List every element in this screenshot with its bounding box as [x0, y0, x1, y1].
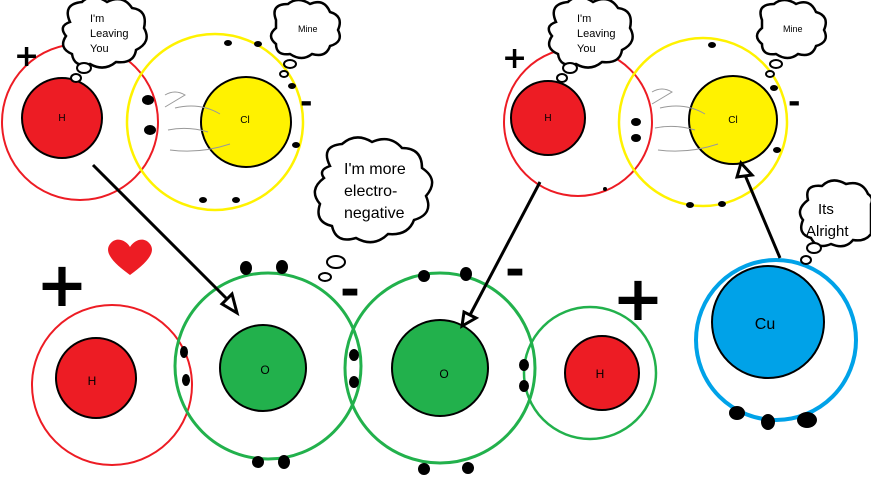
cu-electrons: [729, 406, 817, 430]
arrow-cu-to-cl: [743, 174, 782, 259]
bubble-cloud: [269, 0, 341, 60]
cl-shell: [125, 32, 305, 212]
cu-nucleus: [711, 265, 825, 379]
bubble-text-line3: You: [90, 43, 109, 55]
bubble-text-line2: Leaving: [577, 28, 616, 40]
charge-signs: + - + - + - - +: [14, 39, 800, 335]
bubble-text-line1: I'm: [577, 13, 591, 25]
bubble-cloud: [755, 0, 827, 60]
bubble-dot: [806, 242, 822, 254]
h-nucleus: [21, 77, 103, 159]
o-label-right: O: [439, 367, 448, 381]
h-nucleus-left: [55, 337, 137, 419]
plus-sign-bottom-left: +: [36, 248, 88, 321]
bottom-electrons: [180, 260, 529, 475]
plus-sign-top-left: +: [14, 39, 39, 74]
bubble-dot: [800, 255, 812, 265]
bubble-text-line1: I'm more: [344, 161, 406, 178]
bubble-dot: [70, 73, 82, 83]
minus-sign-bottom-middle: -: [505, 242, 525, 298]
o-shell-right: [343, 271, 537, 465]
h-label-right: H: [596, 367, 605, 381]
h-label: H: [544, 113, 551, 124]
cl-label: Cl: [728, 115, 737, 126]
bubble-cloud: [547, 0, 634, 69]
arrow-h-to-o-right: [468, 181, 542, 316]
bubble-dot: [318, 272, 332, 282]
cl-electrons: [603, 42, 781, 208]
electron-swirl-scribbles: [651, 88, 719, 152]
o-label-left: O: [260, 363, 269, 377]
o-shell-left: [173, 271, 363, 461]
hcl-molecule-left: H Cl: [1, 32, 305, 212]
copper-atom: Cu: [694, 258, 858, 430]
plus-sign-bottom-right: +: [612, 262, 664, 335]
electron-swirl-scribbles: [164, 91, 231, 152]
bubble-text-line3: You: [577, 43, 596, 55]
bubble-dot: [76, 62, 92, 74]
bubble-text-line1: I'm: [90, 13, 104, 25]
bubble-dot: [765, 70, 775, 78]
bubble-dot: [769, 59, 783, 69]
bubble-cloud: [61, 0, 148, 69]
bubble-dot: [326, 255, 346, 269]
bubble-dot: [283, 59, 297, 69]
bubble-text-line1: Its: [818, 201, 834, 218]
bubble-dot: [556, 73, 568, 83]
cl-nucleus: [688, 75, 778, 165]
bubble-cloud: [313, 136, 434, 244]
h-label-left: H: [88, 374, 97, 388]
bottom-molecule: H O O H: [31, 260, 658, 475]
bubble-mine-left: Mine: [269, 0, 341, 78]
bubble-mine-right: Mine: [755, 0, 827, 78]
bubble-dot: [562, 62, 578, 74]
minus-sign-top-left: -: [300, 85, 312, 120]
cu-shell: [694, 258, 858, 422]
h-shell-right: [522, 305, 658, 441]
minus-sign-top-right: -: [788, 85, 800, 120]
bubble-leaving-left: I'm Leaving You: [61, 0, 148, 83]
bubble-text-line2: Leaving: [90, 28, 129, 40]
cl-shell: [617, 36, 789, 208]
h-nucleus-right: [564, 335, 640, 411]
plus-sign-top-right: +: [502, 41, 527, 76]
minus-sign-bottom-left: -: [340, 262, 360, 318]
cu-label: Cu: [755, 316, 775, 333]
cl-electrons: [142, 40, 300, 203]
cl-nucleus: [200, 76, 292, 168]
bubble-dot: [279, 70, 289, 78]
o-nucleus-right: [391, 319, 489, 417]
arrow-h-to-o-left: [91, 163, 232, 304]
bubble-alright: Its Alright: [798, 179, 871, 265]
h-label: H: [58, 113, 65, 124]
heart-icon: [108, 239, 152, 275]
bubble-cloud: [798, 179, 871, 248]
arrowhead-up: [734, 160, 756, 179]
h-nucleus: [510, 80, 586, 156]
bubble-text: Mine: [783, 24, 803, 34]
h-shell-left: [31, 304, 193, 466]
bubble-text: Mine: [298, 24, 318, 34]
bubble-text-line2: electro-: [344, 183, 397, 200]
bubble-electronegative: I'm more electro- negative: [313, 136, 434, 282]
hcl-molecule-right: H Cl: [503, 36, 789, 208]
arrows: [91, 160, 782, 329]
cl-label: Cl: [240, 115, 249, 126]
arrowhead-right: [460, 309, 480, 329]
o-nucleus-left: [219, 324, 307, 412]
bubble-leaving-right: I'm Leaving You: [547, 0, 634, 83]
arrowhead-left: [219, 291, 240, 317]
bubble-text-line3: negative: [344, 205, 405, 222]
bubble-text-line2: Alright: [806, 223, 849, 240]
